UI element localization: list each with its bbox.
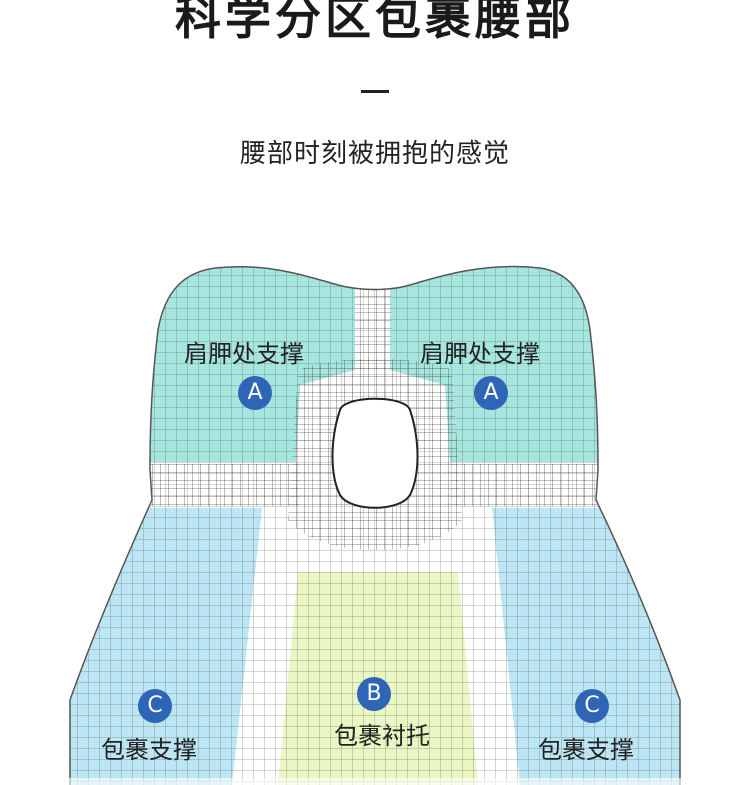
page-title: 科学分区包裹腰部 (175, 0, 575, 45)
zone-a-right-badge: A (474, 376, 508, 410)
cushion-outline (69, 265, 681, 785)
zone-c-right-label: 包裹支撑 (538, 736, 634, 764)
zone-b-label: 包裹衬托 (334, 722, 430, 750)
zone-c-left-badge: C (138, 689, 172, 723)
title-divider (361, 90, 389, 93)
zone-c-left-label: 包裹支撑 (101, 736, 197, 764)
zone-a-left-label: 肩胛处支撑 (184, 340, 304, 368)
cushion-hole (331, 397, 419, 509)
zone-a-left-badge: A (238, 376, 272, 410)
zone-a-right-label: 肩胛处支撑 (420, 340, 540, 368)
zone-b-badge: B (357, 677, 391, 711)
zone-c-right-badge: C (575, 689, 609, 723)
page-subtitle: 腰部时刻被拥抱的感觉 (239, 139, 510, 169)
